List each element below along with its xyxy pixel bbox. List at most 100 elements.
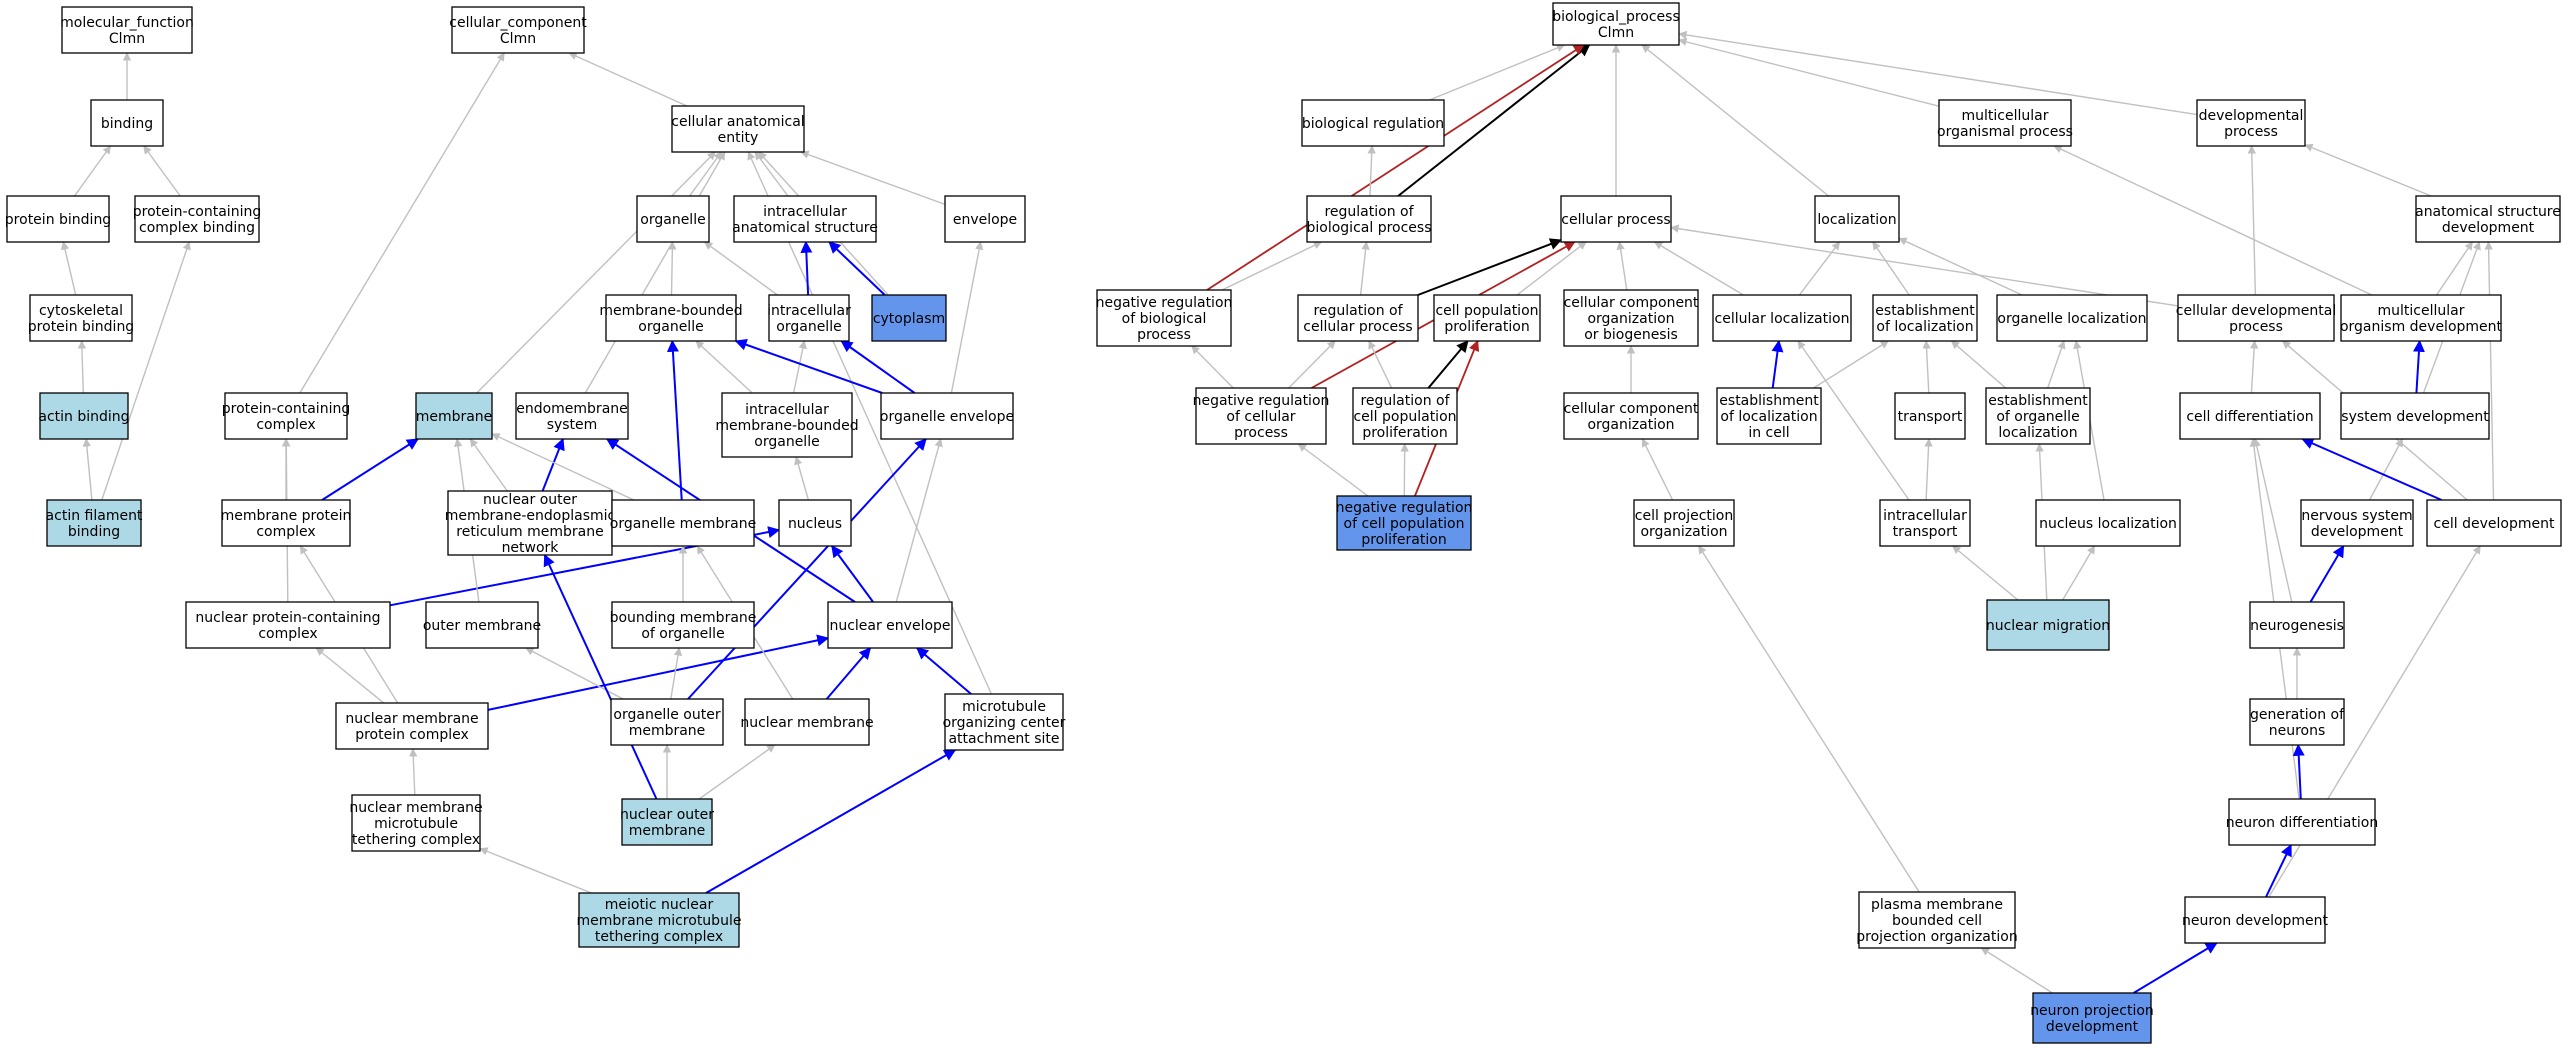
node-box[interactable] xyxy=(351,794,481,852)
node-box[interactable] xyxy=(2177,294,2335,342)
node-box[interactable] xyxy=(1996,294,2148,342)
node-box[interactable] xyxy=(744,698,870,746)
node-outer-membrane[interactable]: outer membrane xyxy=(423,601,541,649)
node-box[interactable] xyxy=(224,392,348,440)
node-box[interactable] xyxy=(185,601,391,649)
node-nuclear-migration[interactable]: nuclear migration xyxy=(1986,599,2110,651)
node-box[interactable] xyxy=(1552,2,1680,46)
node-cellular-process[interactable]: cellular process xyxy=(1560,195,1672,243)
node-box[interactable] xyxy=(447,490,613,556)
node-box[interactable] xyxy=(2035,499,2181,547)
node-box[interactable] xyxy=(2228,798,2376,846)
node-nucleus-localization[interactable]: nucleus localization xyxy=(2035,499,2181,547)
node-cell-differentiation[interactable]: cell differentiation xyxy=(2179,392,2321,440)
node-binding[interactable]: binding xyxy=(90,99,164,147)
node-membrane[interactable]: membrane xyxy=(415,392,493,440)
node-box[interactable] xyxy=(415,392,493,440)
node-cellular-localization[interactable]: cellular localization xyxy=(1712,294,1852,342)
node-box[interactable] xyxy=(1985,387,2091,445)
node-box[interactable] xyxy=(451,6,585,54)
node-box[interactable] xyxy=(610,698,724,746)
node-cell-development[interactable]: cell development xyxy=(2426,499,2562,547)
node-organelle-membrane[interactable]: organelle membrane xyxy=(610,499,756,547)
node-box[interactable] xyxy=(29,294,133,342)
node-box[interactable] xyxy=(871,294,947,342)
node-box[interactable] xyxy=(778,499,852,547)
node-nuclear-outer-membrane-er-network[interactable]: nuclear outermembrane-endoplasmicreticul… xyxy=(445,490,615,556)
node-box[interactable] xyxy=(221,499,351,547)
node-actin-binding[interactable]: actin binding xyxy=(38,392,130,440)
node-box[interactable] xyxy=(605,294,737,342)
node-protein-binding[interactable]: protein binding xyxy=(5,195,111,243)
node-box[interactable] xyxy=(2426,499,2562,547)
node-box[interactable] xyxy=(1938,99,2072,147)
node-box[interactable] xyxy=(721,392,853,458)
node-box[interactable] xyxy=(61,6,193,54)
node-box[interactable] xyxy=(1712,294,1852,342)
node-box[interactable] xyxy=(1096,289,1232,347)
node-box[interactable] xyxy=(2032,992,2152,1044)
node-box[interactable] xyxy=(2249,698,2345,746)
node-box[interactable] xyxy=(39,392,129,440)
node-box[interactable] xyxy=(768,294,850,342)
node-box[interactable] xyxy=(671,105,805,153)
node-neurogenesis[interactable]: neurogenesis xyxy=(2249,601,2345,649)
node-box[interactable] xyxy=(1336,495,1472,551)
node-box[interactable] xyxy=(1306,195,1432,243)
node-box[interactable] xyxy=(1352,387,1458,445)
node-nuclear-envelope[interactable]: nuclear envelope xyxy=(827,601,953,649)
node-box[interactable] xyxy=(944,195,1026,243)
node-biological-regulation[interactable]: biological regulation xyxy=(1301,99,1445,147)
node-box[interactable] xyxy=(2340,294,2502,342)
node-box[interactable] xyxy=(2340,392,2490,440)
node-box[interactable] xyxy=(827,601,953,649)
node-transport[interactable]: transport xyxy=(1894,392,1966,440)
node-nuclear-membrane[interactable]: nuclear membrane xyxy=(740,698,874,746)
node-box[interactable] xyxy=(621,798,713,846)
node-box[interactable] xyxy=(46,499,142,547)
node-box[interactable] xyxy=(1563,289,1699,347)
node-organelle-localization[interactable]: organelle localization xyxy=(1996,294,2148,342)
node-box[interactable] xyxy=(1560,195,1672,243)
node-box[interactable] xyxy=(515,392,629,440)
node-box[interactable] xyxy=(578,892,740,948)
node-box[interactable] xyxy=(944,693,1064,751)
node-box[interactable] xyxy=(1986,599,2110,651)
node-box[interactable] xyxy=(1433,294,1541,342)
node-box[interactable] xyxy=(880,392,1014,440)
node-box[interactable] xyxy=(2300,499,2414,547)
node-nucleus[interactable]: nucleus xyxy=(778,499,852,547)
